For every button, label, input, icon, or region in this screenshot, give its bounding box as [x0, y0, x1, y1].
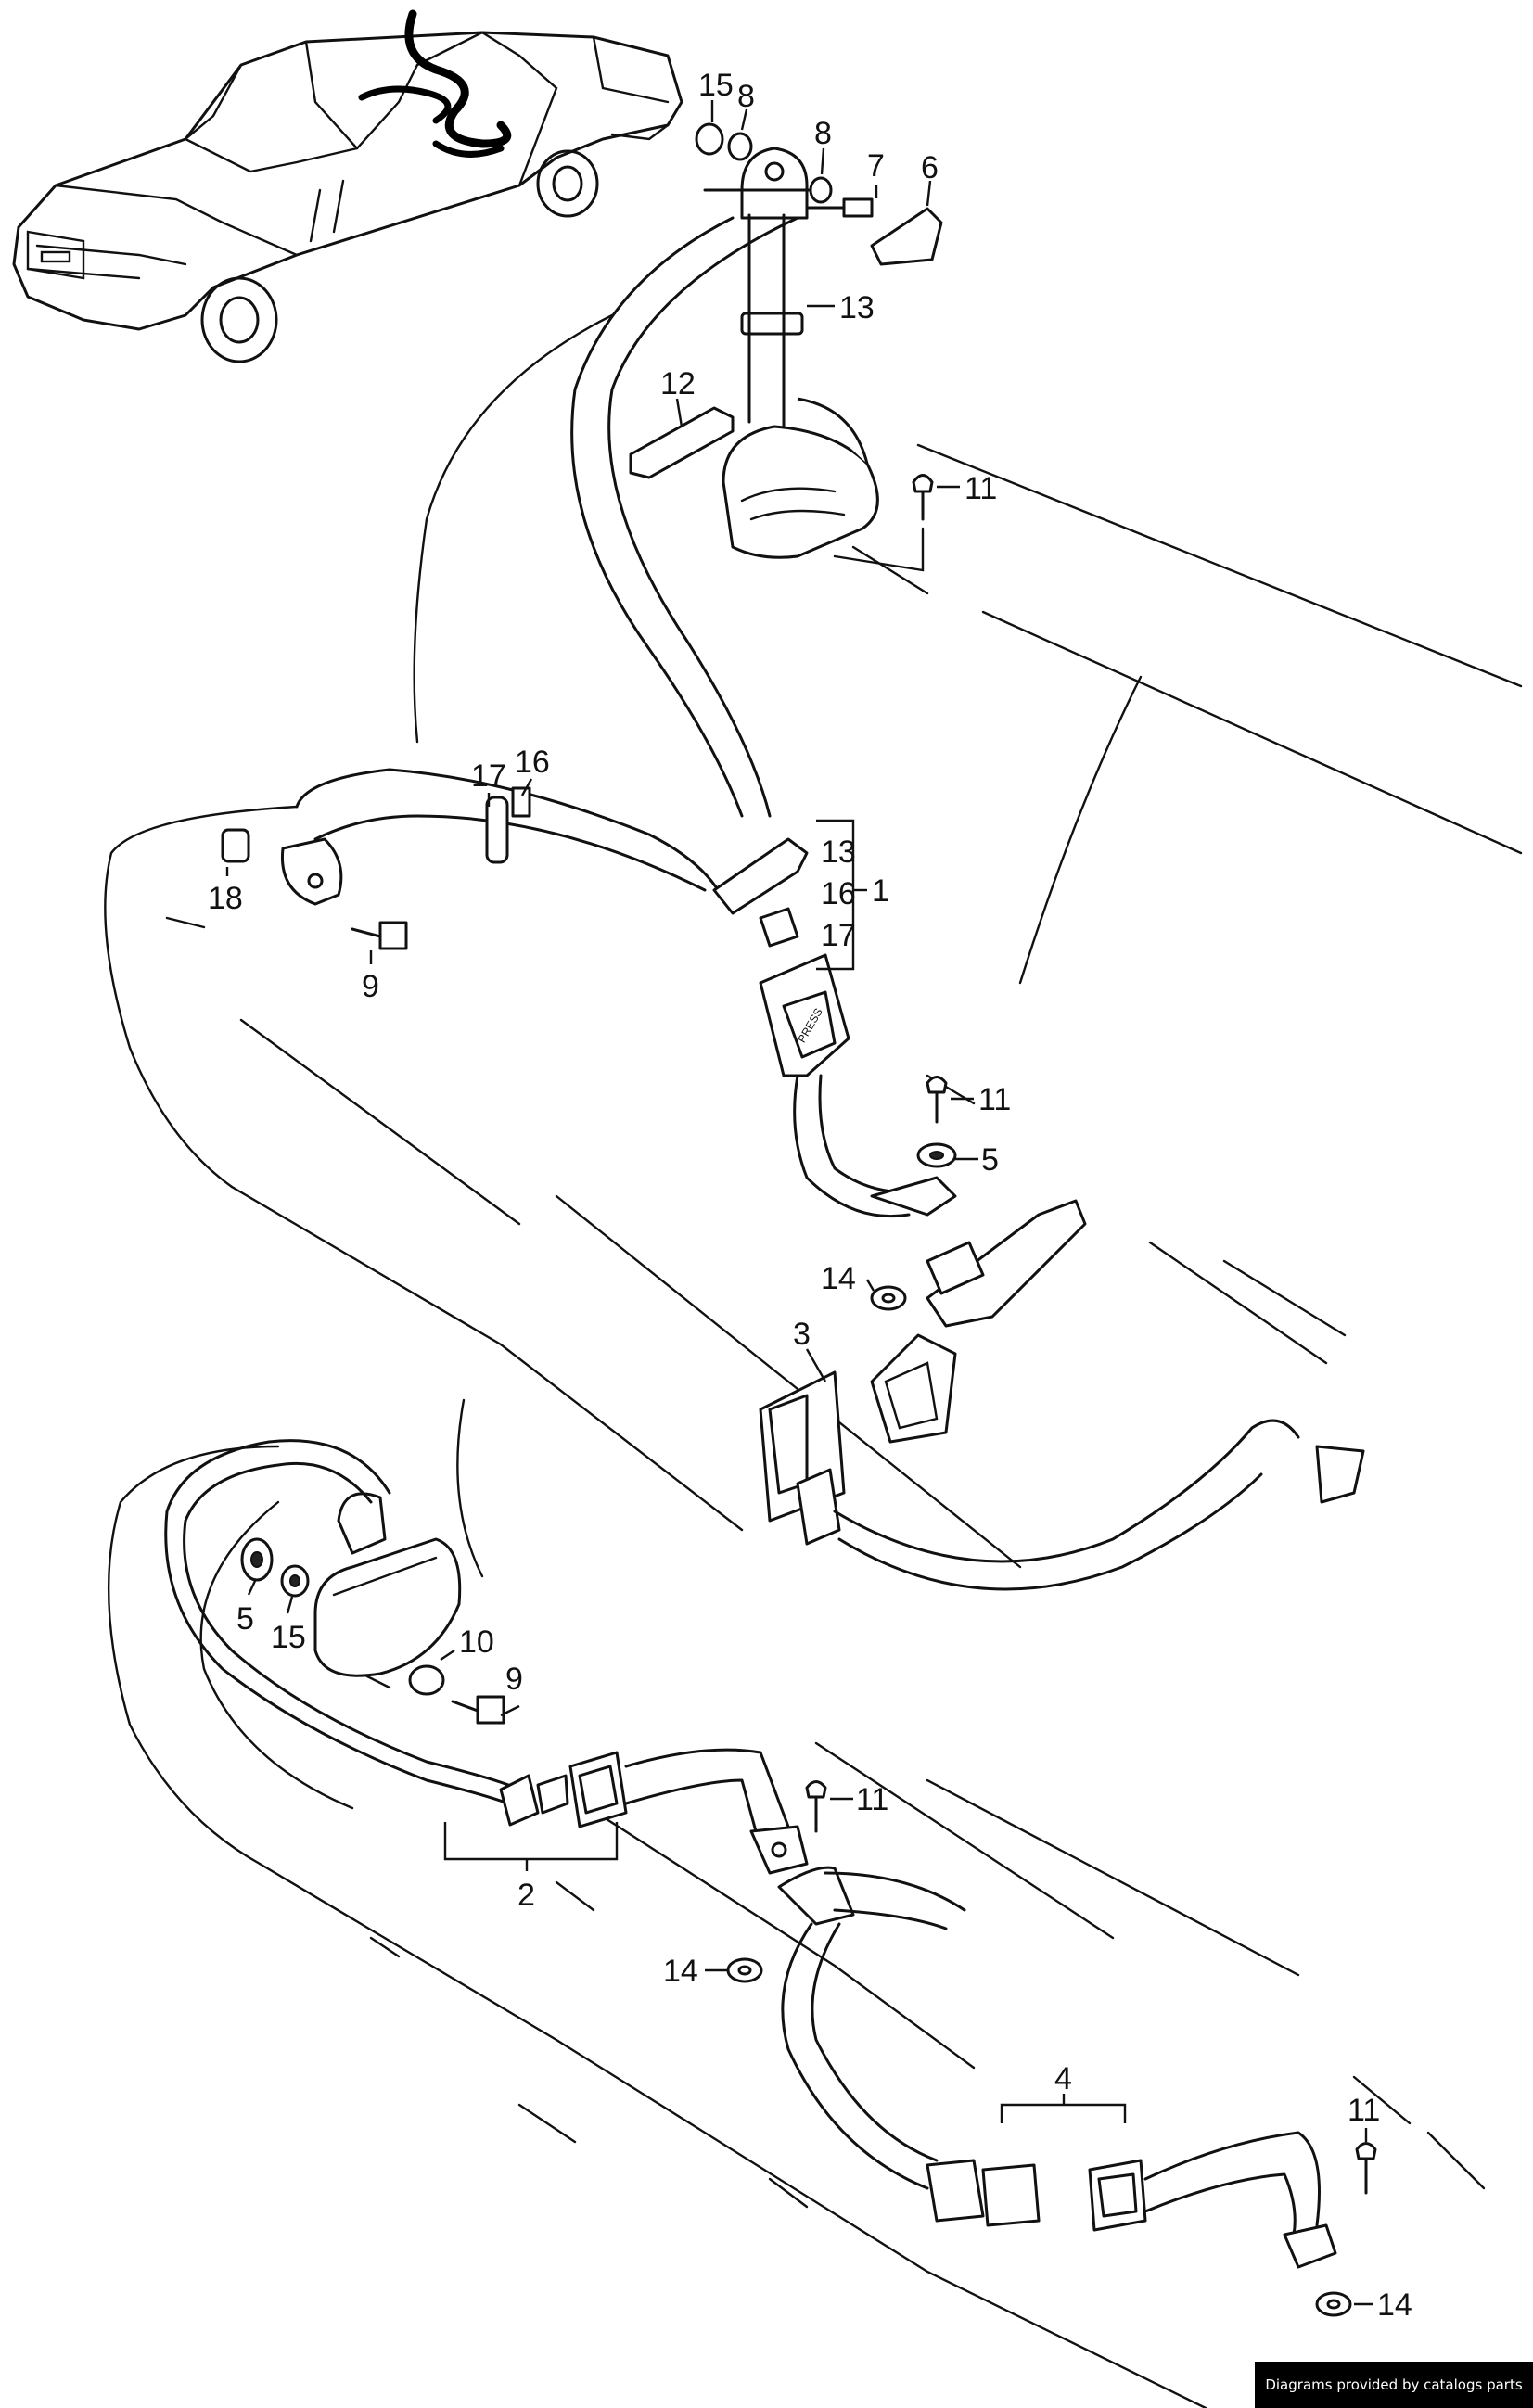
- callout-16-left: 16: [515, 745, 550, 780]
- rear-seat-outline: [107, 1445, 1486, 2408]
- callout-4: 4: [1054, 2061, 1072, 2096]
- bolt-11b: [926, 1076, 948, 1124]
- callout-2: 2: [517, 1878, 535, 1913]
- callout-labels: 15 8 8 7 6 13 12 11 17 16 18 9 13 16 17 …: [208, 68, 1412, 2323]
- callout-17-group: 17: [821, 918, 856, 953]
- washer-8b: [809, 176, 833, 204]
- callout-9-front: 9: [362, 969, 379, 1004]
- bolt-11a: [912, 474, 934, 521]
- callout-6: 6: [921, 150, 939, 185]
- washer-5a: [916, 1142, 957, 1168]
- callout-13-group: 13: [821, 835, 856, 870]
- rear-outboard-buckle-set: [499, 1748, 809, 1875]
- spacer-5b: [240, 1537, 274, 1582]
- front-belt-retractor: [722, 397, 879, 559]
- callout-1: 1: [872, 873, 889, 909]
- front-shoulder-belt: [570, 213, 799, 818]
- bolt-11d: [1355, 2142, 1377, 2195]
- callout-8-upper-right: 8: [814, 116, 832, 151]
- callout-13-upper: 13: [839, 290, 875, 325]
- trim-clip-12: [629, 406, 735, 479]
- callout-15-rear: 15: [271, 1620, 306, 1655]
- washer-10: [408, 1664, 445, 1696]
- callout-7: 7: [867, 148, 885, 184]
- bolt-9b: [451, 1695, 505, 1725]
- callout-15-upper: 15: [698, 68, 734, 103]
- callout-11-rear-center: 11: [1348, 2093, 1380, 2128]
- spacer-15a: [695, 122, 724, 156]
- washer-14b: [726, 1957, 763, 1983]
- callout-12: 12: [660, 366, 696, 401]
- rear-belt-loop: [164, 1439, 521, 1810]
- callout-14-front: 14: [821, 1261, 856, 1296]
- callout-8-upper-left: 8: [737, 79, 755, 114]
- callout-18: 18: [208, 881, 243, 916]
- bolt-11c: [805, 1780, 827, 1833]
- callout-17-left: 17: [471, 758, 506, 794]
- front-belt-tongue: [712, 837, 809, 948]
- leader-lines: [225, 100, 1373, 2306]
- spacer-18: [221, 828, 250, 863]
- callout-14-rear-center: 14: [1377, 2287, 1412, 2323]
- callout-3: 3: [793, 1317, 811, 1352]
- rear-retractor: [313, 1492, 462, 1677]
- front-lap-belt: [280, 768, 725, 906]
- cover-cap-6: [870, 207, 943, 266]
- front-seat-outline: [104, 313, 1523, 1578]
- washer-8a: [727, 132, 753, 161]
- callout-5-rear: 5: [236, 1601, 254, 1637]
- front-belt-upper-anchor: [703, 147, 818, 336]
- bolt-9a: [351, 921, 408, 950]
- front-buckle: PRESS: [759, 953, 957, 1218]
- callout-16-group: 16: [821, 876, 856, 911]
- callout-11-rear-outboard: 11: [856, 1782, 888, 1817]
- car-thumbnail: [12, 9, 683, 363]
- callout-10: 10: [459, 1624, 494, 1660]
- center-lap-belt: [759, 1199, 1365, 1591]
- bolt-7: [807, 197, 874, 218]
- callout-11-buckle: 11: [978, 1082, 1011, 1117]
- callout-9-rear: 9: [505, 1662, 523, 1697]
- bolt-11a-dash: [833, 527, 925, 572]
- rear-center-lap-belt: [777, 1866, 1337, 2269]
- washer-14a: [870, 1285, 907, 1311]
- callout-14-rear: 14: [663, 1954, 698, 1989]
- washer-14c: [1315, 2291, 1352, 2317]
- spacer-15b: [280, 1564, 310, 1598]
- callout-5-front: 5: [981, 1142, 999, 1178]
- callout-11-retractor: 11: [965, 471, 997, 506]
- credit-banner: Diagrams provided by catalogs parts: [1255, 2362, 1533, 2408]
